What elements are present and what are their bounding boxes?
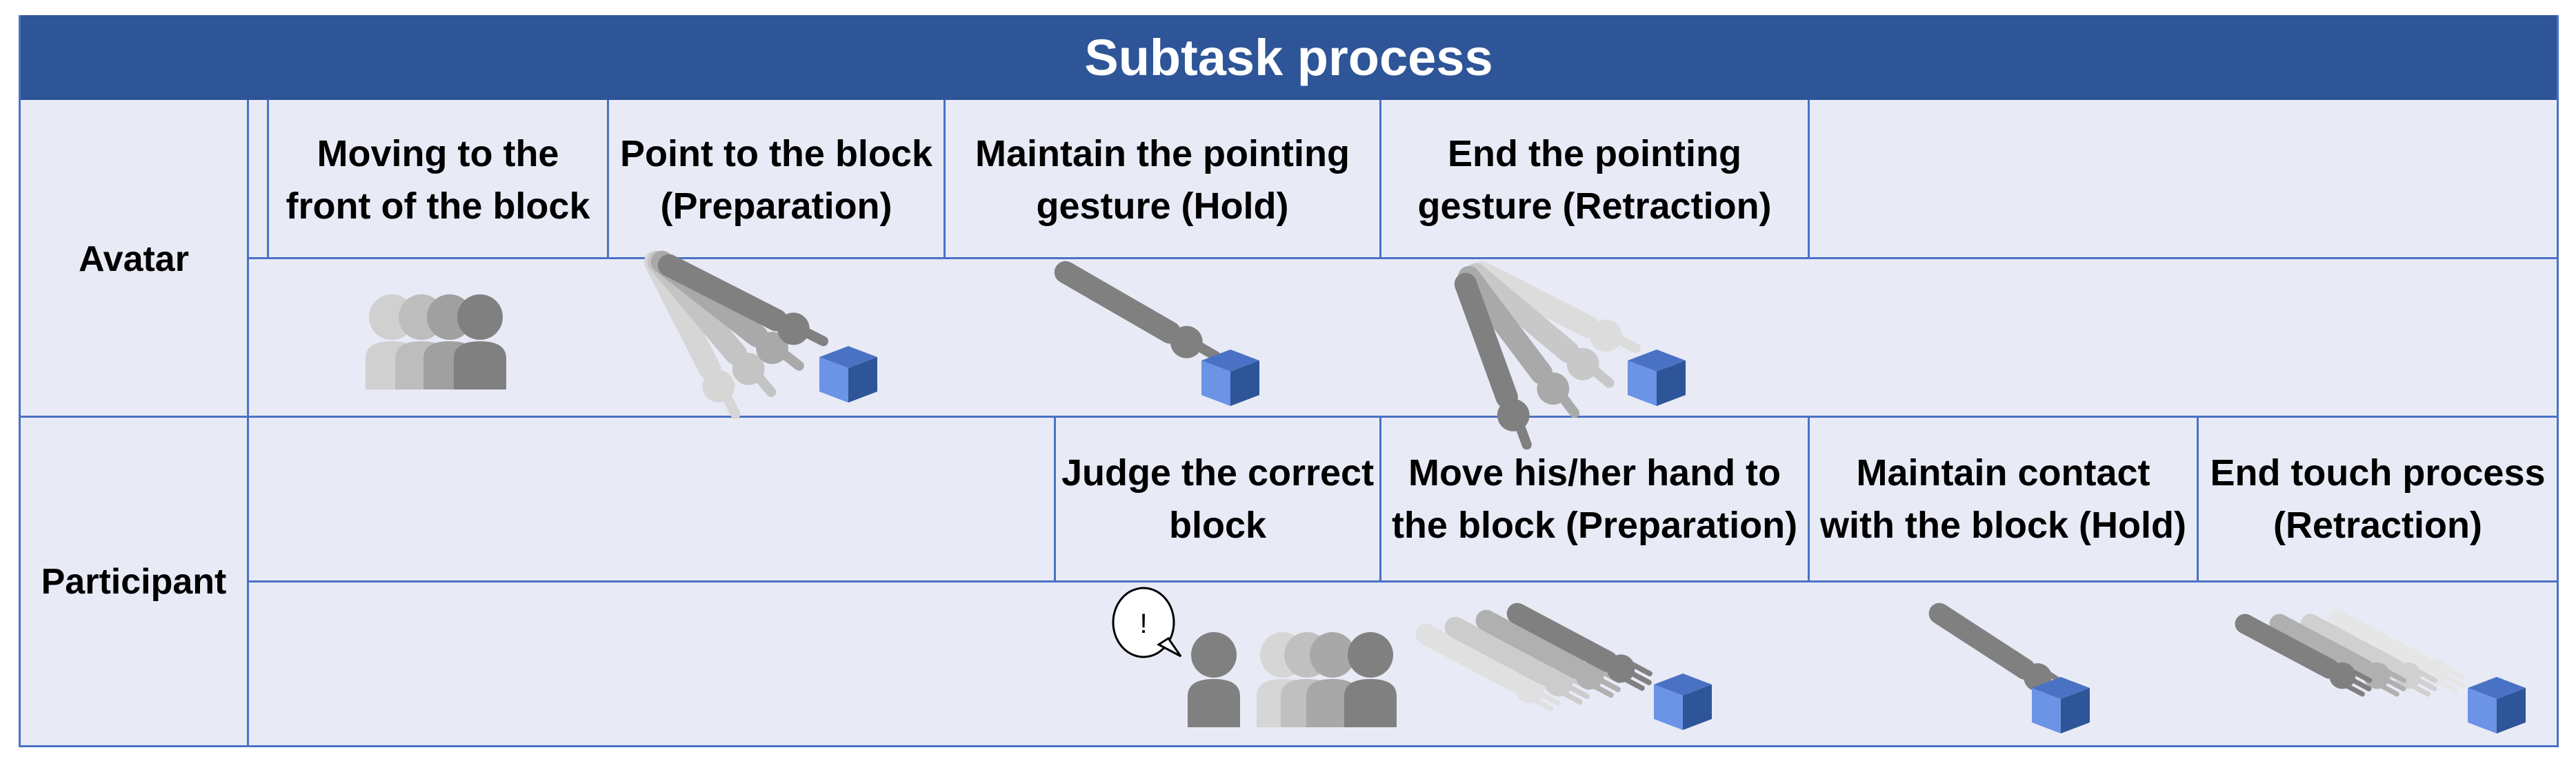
avatar-pointing-preparation-icon [635,242,877,427]
avatar-step-moving: Moving to the front of the block [286,132,590,227]
avatar-step-point-preparation: Point to the block (Preparation) [620,132,932,227]
row-divider [19,416,2559,418]
avatar-col-divider-4 [1808,100,1810,257]
participant-col-divider-3 [1808,416,1810,580]
participant-retraction-icon [2230,604,2526,733]
avatar-step-pointing-retraction: End the pointing gesture (Retraction) [1417,132,1772,227]
participant-col-divider-4 [2197,416,2199,580]
avatar-moving-icon [366,294,506,389]
avatar-col-divider-1 [607,100,609,257]
participant-col-divider-2 [1379,416,1381,580]
avatar-step-pointing-hold: Maintain the pointing gesture (Hold) [975,132,1350,227]
exclamation-bubble-icon [1112,587,1175,658]
participant-step-maintain-contact: Maintain contact with the block (Hold) [1820,452,2186,546]
avatar-pointing-retraction-icon [1446,252,1686,456]
diagram-title: Subtask process [19,15,2559,100]
frame-right-border [2557,15,2559,747]
participant-step-move-hand: Move his/her hand to the block (Preparat… [1391,452,1798,546]
row-label-avatar: Avatar [79,239,189,279]
bubble-exclamation: ! [1139,609,1147,639]
avatar-col-divider-3 [1379,100,1381,257]
participant-text-row-divider [247,580,2559,582]
frame-bottom-border [19,745,2559,747]
participant-col-divider-1 [1054,416,1056,580]
participant-step-end-touch: End touch process (Retraction) [2210,452,2546,546]
avatar-text-row-divider [247,257,2559,259]
avatar-col-divider-2 [943,100,946,257]
participant-step-judge: Judge the correct block [1061,452,1375,546]
participant-judging-icon: ! [1112,587,1397,727]
participant-reaching-icon [1410,596,1712,730]
avatar-extra-divider [267,100,269,257]
frame-left-border [19,15,21,747]
label-column-divider [247,100,249,747]
row-label-participant: Participant [41,561,227,602]
avatar-pointing-hold-icon [1048,252,1259,406]
participant-hold-contact-icon [1923,596,2090,733]
